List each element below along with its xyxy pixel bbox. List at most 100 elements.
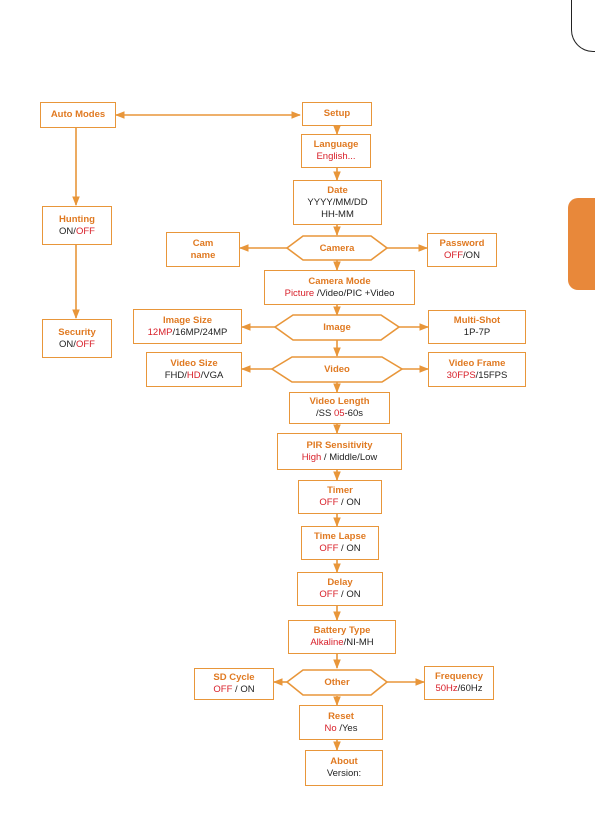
other-label: Other bbox=[324, 677, 350, 688]
default-option: OFF bbox=[75, 225, 95, 237]
camera-label: Camera bbox=[319, 242, 355, 254]
option-text: YYYY/MM/DD bbox=[307, 196, 368, 208]
option-text: / ON bbox=[232, 684, 255, 695]
default-option: Alkaline bbox=[310, 637, 344, 648]
node-title: PIR Sensitivity bbox=[306, 439, 373, 451]
node-options: High / Middle/Low bbox=[302, 452, 378, 464]
node-title: About bbox=[330, 756, 358, 767]
option-text: FHD/ bbox=[164, 369, 187, 381]
node-options: English... bbox=[316, 151, 355, 163]
node-title: Delay bbox=[327, 577, 353, 588]
node-options: 12MP/16MP/24MP bbox=[148, 327, 228, 339]
node-options: Picture /Video/PIC +Video bbox=[285, 288, 395, 300]
section-tab bbox=[568, 198, 595, 290]
node-options: FHD/HD/VGA bbox=[165, 370, 224, 382]
option-text: Version: bbox=[326, 768, 362, 779]
node-options: Alkaline/NI-MH bbox=[310, 637, 373, 649]
option-text: / Middle/Low bbox=[321, 451, 378, 463]
default-option: OFF bbox=[319, 543, 339, 554]
image-hex bbox=[273, 314, 401, 341]
node-title: Auto Modes bbox=[50, 109, 106, 120]
node-options: No /Yes bbox=[325, 723, 358, 735]
node-options: OFF / ON bbox=[319, 497, 360, 509]
default-option: OFF bbox=[213, 684, 233, 695]
image-label: Image bbox=[323, 322, 351, 333]
node-options: OFF / ON bbox=[319, 589, 360, 601]
setup-box: Setup bbox=[302, 102, 372, 126]
option-text: /VGA bbox=[200, 369, 224, 381]
node-title: Hunting bbox=[59, 213, 95, 225]
option-text: /Yes bbox=[336, 722, 358, 734]
node-options: ON/OFF bbox=[59, 339, 95, 351]
default-option: OFF bbox=[444, 250, 464, 261]
node-title: Time Lapse bbox=[313, 531, 367, 542]
default-option: English... bbox=[316, 151, 356, 162]
default-option: High bbox=[301, 451, 322, 463]
node-options: ON/OFF bbox=[59, 226, 95, 238]
video-label: Video bbox=[324, 364, 350, 375]
node-options: 1P-7P bbox=[464, 327, 490, 339]
option-text: / ON bbox=[338, 497, 361, 508]
node-title: Image Size bbox=[162, 314, 213, 326]
option-text: -60s bbox=[344, 408, 363, 419]
camera-hex bbox=[285, 235, 389, 261]
node-options: OFF/ON bbox=[444, 250, 480, 262]
node-title: Video Frame bbox=[448, 357, 506, 369]
node-options: Version: bbox=[327, 768, 361, 780]
auto-modes-box: Auto Modes bbox=[40, 102, 116, 128]
node-options-line2: HH-MM bbox=[321, 208, 354, 220]
node-title: Cam bbox=[192, 237, 214, 249]
node-title: Frequency bbox=[434, 671, 484, 682]
option-text: /Video/PIC +Video bbox=[314, 287, 395, 299]
default-option: 30FPS bbox=[446, 369, 476, 381]
node-title: Password bbox=[439, 238, 485, 249]
default-option: OFF bbox=[319, 589, 339, 600]
node-title-line2: name bbox=[190, 249, 216, 261]
node-title: Timer bbox=[327, 485, 353, 496]
node-title: Language bbox=[313, 139, 359, 150]
node-title: Video Size bbox=[170, 357, 218, 369]
node-options: OFF / ON bbox=[319, 543, 360, 555]
node-title: Camera Mode bbox=[308, 275, 371, 287]
default-option: 12MP bbox=[147, 326, 173, 338]
video-hex bbox=[270, 356, 404, 383]
default-option: 05 bbox=[333, 408, 345, 419]
default-option: OFF bbox=[319, 497, 339, 508]
option-text: / ON bbox=[338, 589, 361, 600]
option-text: /NI-MH bbox=[343, 637, 374, 648]
node-options: OFF / ON bbox=[213, 684, 254, 696]
default-option: Picture bbox=[284, 287, 315, 299]
node-title: Date bbox=[327, 184, 348, 196]
node-options: 50Hz/60Hz bbox=[435, 683, 482, 695]
node-options: 30FPS/15FPS bbox=[447, 370, 508, 382]
default-option: HD bbox=[186, 369, 201, 381]
option-text: /SS bbox=[315, 408, 334, 419]
option-text: /16MP/24MP bbox=[172, 326, 228, 338]
option-text: ON/ bbox=[59, 338, 76, 350]
node-options: YYYY/MM/DD bbox=[307, 197, 367, 209]
option-text: /15FPS bbox=[475, 369, 508, 381]
node-title: Video Length bbox=[309, 396, 370, 407]
node-title: Battery Type bbox=[313, 625, 371, 636]
option-text: / ON bbox=[338, 543, 361, 554]
